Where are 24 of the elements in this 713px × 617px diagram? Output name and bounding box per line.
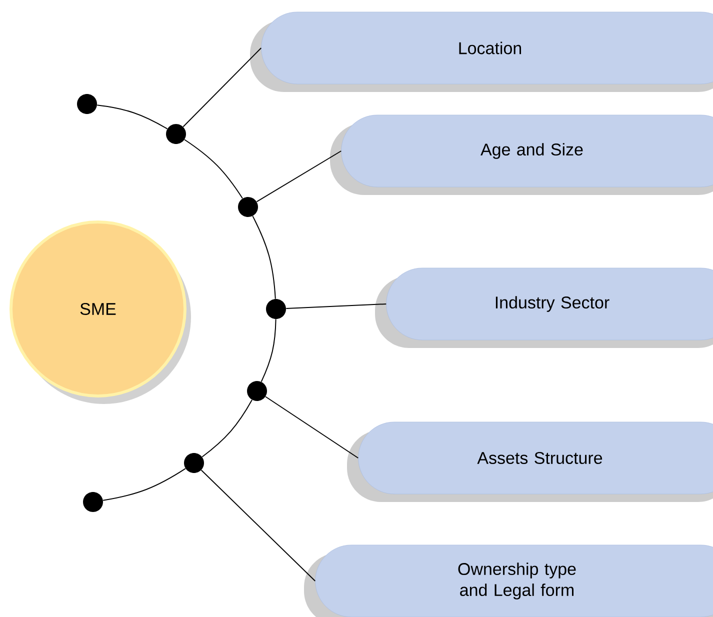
rounded-box: Assets Structure (347, 422, 713, 502)
connector-line (256, 150, 342, 202)
rounded-box: Industry Sector (375, 268, 713, 348)
arc-line (102, 468, 186, 501)
arc-line (252, 216, 276, 300)
rounded-box: Age and Size (330, 114, 713, 195)
dot (238, 197, 258, 217)
connector-line (265, 396, 359, 458)
arc-line (260, 318, 276, 382)
dot (166, 124, 186, 144)
rounded-box: Location (250, 12, 713, 92)
connector-line (286, 304, 387, 310)
connector-line (182, 48, 262, 128)
arc-line (202, 399, 253, 458)
connector-line (200, 470, 316, 582)
circle-node: SME (10, 220, 191, 404)
dot (247, 381, 267, 401)
dot (184, 453, 204, 473)
rounded-box: Ownership type and Legal form (304, 544, 713, 617)
dot (266, 299, 286, 319)
arc-line (96, 104, 168, 130)
arc-line (184, 139, 243, 199)
dot (77, 94, 97, 114)
dot (83, 492, 103, 512)
